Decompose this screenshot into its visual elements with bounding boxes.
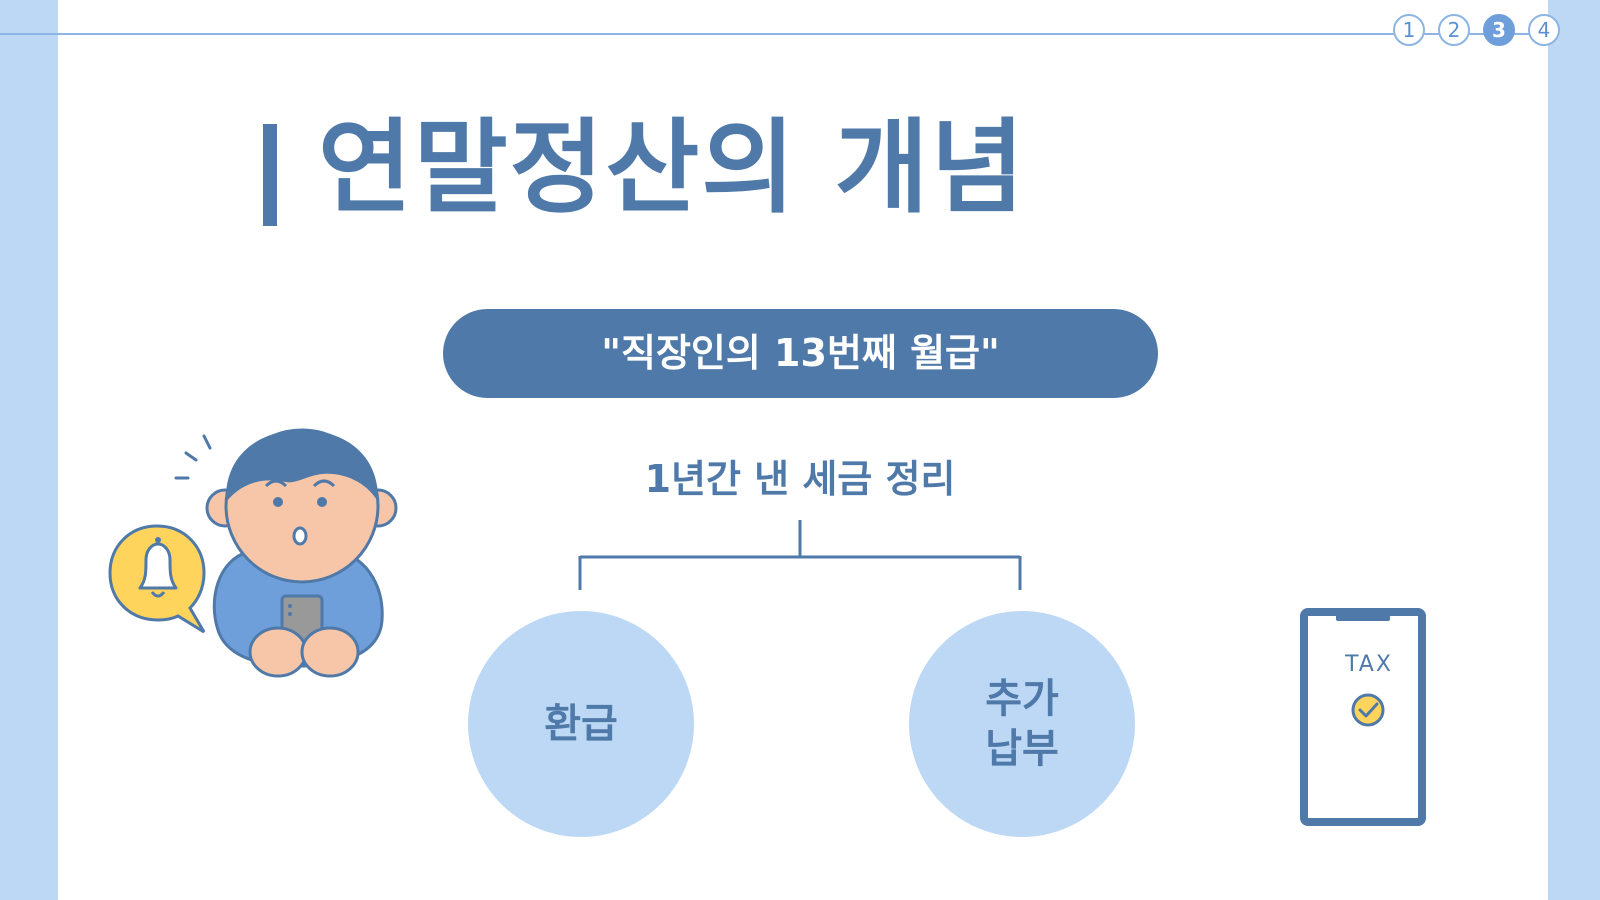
refund-label: 환급 bbox=[544, 701, 618, 747]
additional-payment-circle: 추가 납부 bbox=[909, 611, 1135, 837]
step-4[interactable]: 4 bbox=[1528, 14, 1560, 46]
top-divider-line bbox=[0, 33, 1548, 35]
additional-payment-label: 추가 납부 bbox=[985, 676, 1059, 772]
refund-circle: 환급 bbox=[468, 611, 694, 837]
step-2[interactable]: 2 bbox=[1438, 14, 1470, 46]
page-step-indicator: 1 2 3 4 bbox=[1393, 14, 1560, 46]
phone-tax-icon bbox=[1300, 608, 1426, 826]
check-icon bbox=[1351, 693, 1385, 727]
step-3[interactable]: 3 bbox=[1483, 14, 1515, 46]
bell-icon bbox=[108, 524, 206, 634]
page-title: 연말정산의 개념 bbox=[318, 109, 1027, 228]
person-illustration bbox=[108, 428, 398, 678]
highlight-pill: "직장인의 13번째 월급" bbox=[443, 309, 1158, 398]
right-side-bar bbox=[1548, 0, 1600, 900]
diagram-root-label: 1년간 낸 세금 정리 bbox=[644, 457, 956, 501]
step-1[interactable]: 1 bbox=[1393, 14, 1425, 46]
alert-lines-icon bbox=[174, 434, 212, 480]
tax-label: TAX bbox=[1345, 652, 1393, 677]
left-side-bar bbox=[0, 0, 58, 900]
title-accent-bar bbox=[263, 124, 277, 226]
